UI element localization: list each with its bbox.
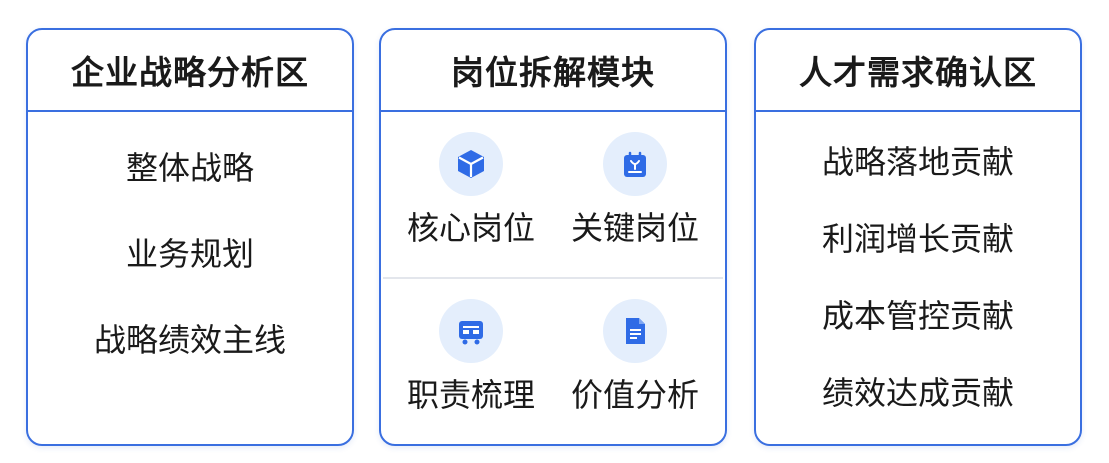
strategy-item: 业务规划 (125, 235, 254, 273)
position-row-top: 核心岗位 关键岗位 (381, 112, 725, 277)
position-item-label: 职责梳理 (406, 376, 535, 414)
talent-panel-title: 人才需求确认区 (756, 30, 1080, 112)
talent-item: 绩效达成贡献 (821, 374, 1014, 412)
position-panel-title: 岗位拆解模块 (381, 30, 725, 112)
position-item-duties: 职责梳理 (391, 299, 551, 415)
position-item-label: 价值分析 (570, 376, 699, 414)
talent-list: 战略落地贡献 利润增长贡献 成本管控贡献 绩效达成贡献 (756, 112, 1080, 413)
talent-item: 成本管控贡献 (821, 297, 1014, 335)
talent-panel: 人才需求确认区 战略落地贡献 利润增长贡献 成本管控贡献 绩效达成贡献 (754, 28, 1082, 446)
position-item-key: 关键岗位 (555, 132, 715, 248)
cart-icon (439, 299, 503, 363)
divider (383, 277, 723, 279)
document-icon (603, 299, 667, 363)
cube-icon (439, 132, 503, 196)
talent-item: 利润增长贡献 (821, 220, 1014, 258)
bag-icon (603, 132, 667, 196)
position-item-label: 关键岗位 (570, 209, 699, 247)
strategy-item: 整体战略 (125, 149, 254, 187)
position-panel: 岗位拆解模块 核心岗位 关键岗位 (379, 28, 727, 446)
talent-item: 战略落地贡献 (821, 143, 1014, 181)
strategy-list: 整体战略 业务规划 战略绩效主线 (28, 112, 352, 360)
strategy-panel-title: 企业战略分析区 (28, 30, 352, 112)
position-item-label: 核心岗位 (406, 209, 535, 247)
position-item-value: 价值分析 (555, 299, 715, 415)
position-item-core: 核心岗位 (391, 132, 551, 248)
strategy-item: 战略绩效主线 (93, 321, 286, 359)
position-row-bottom: 职责梳理 价值分析 (381, 279, 725, 444)
strategy-panel: 企业战略分析区 整体战略 业务规划 战略绩效主线 (26, 28, 354, 446)
